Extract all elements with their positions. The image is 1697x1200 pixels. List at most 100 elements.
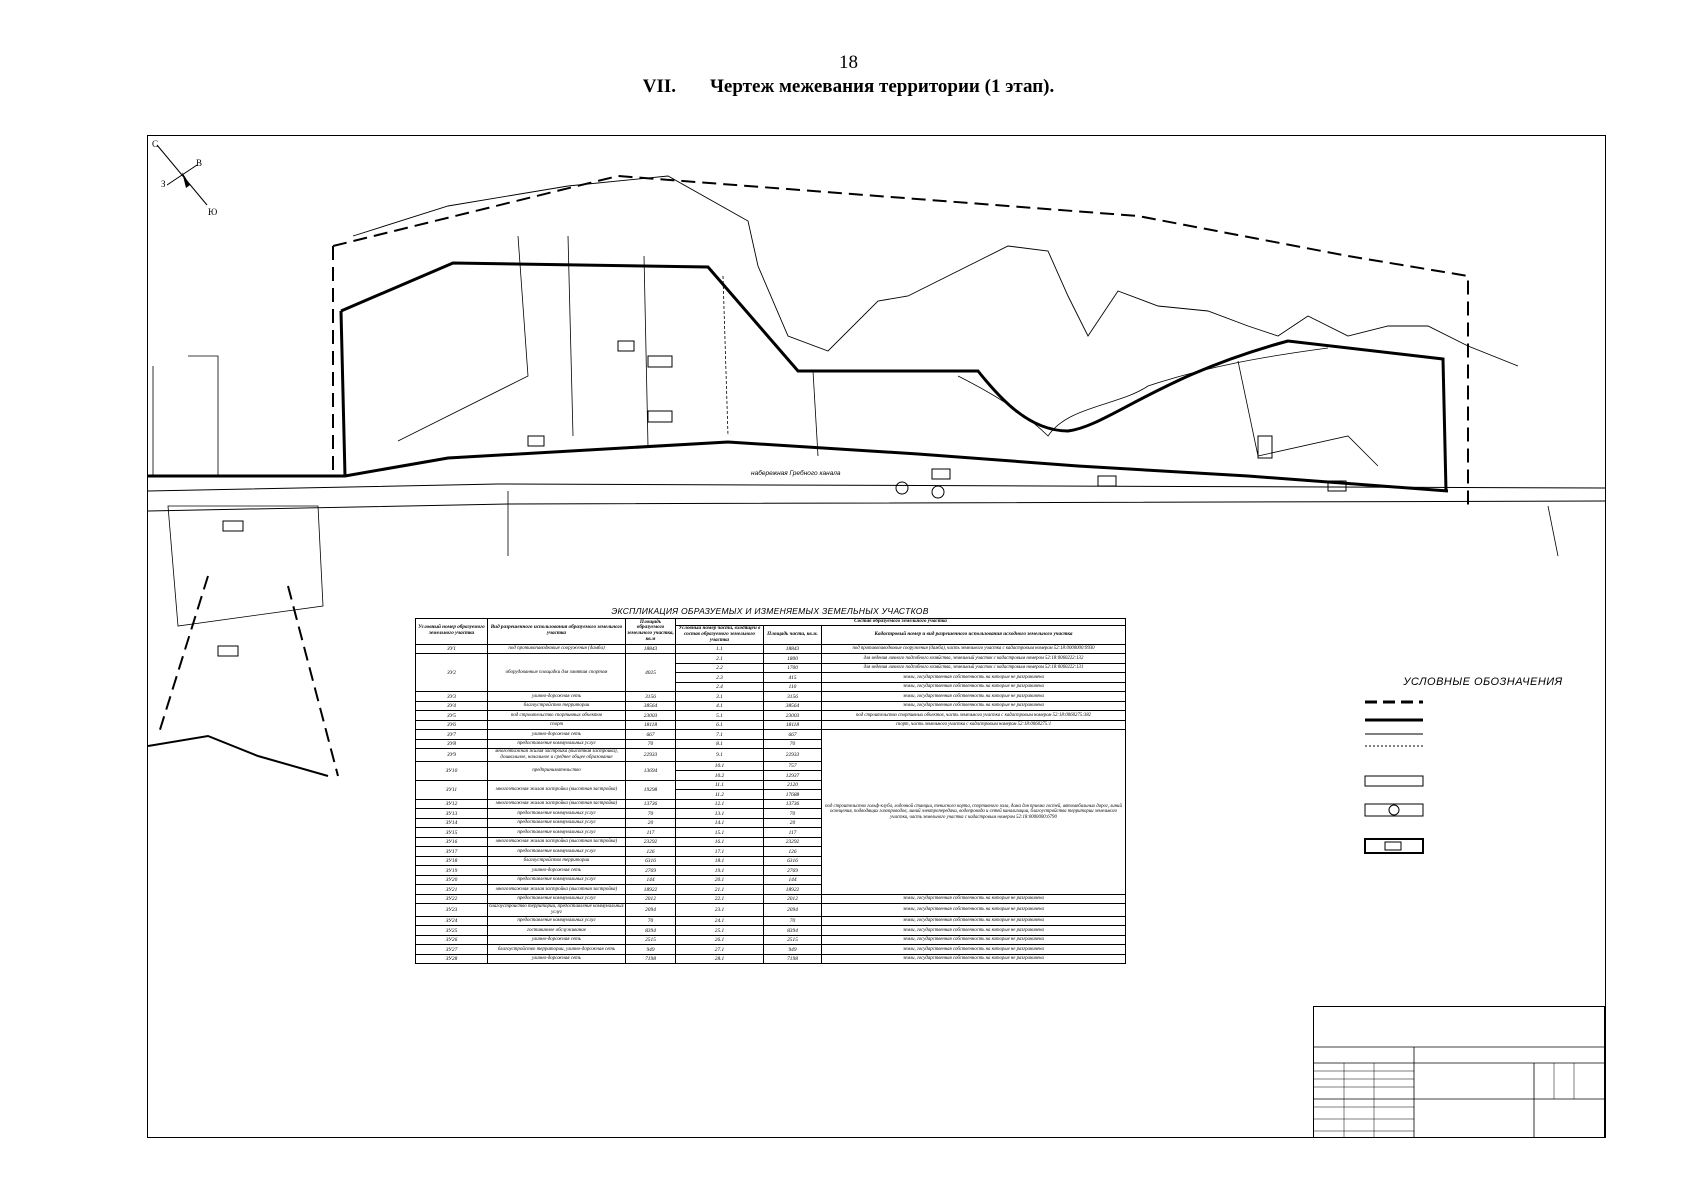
cell-part-number: 1.1	[675, 643, 764, 655]
cell-parcel-number: ЗУ4	[415, 700, 488, 712]
drawing-frame: С В З Ю набережная Гребного канала ЭКСПЛ…	[147, 135, 1606, 1138]
red-line-upper	[340, 261, 1448, 492]
compass-east: В	[196, 158, 202, 168]
cell-parcel-number: ЗУ14	[415, 817, 488, 829]
cell-part-number: 25.1	[675, 925, 764, 936]
cell-permitted-use: многоэтажная жилая застройка (высотная з…	[487, 884, 626, 895]
compass-north: С	[152, 140, 158, 149]
cell-area: 20	[625, 817, 676, 829]
col-composition: Состав образуемого земельного участка	[675, 618, 1126, 626]
legend-title: УСЛОВНЫЕ ОБОЗНАЧЕНИЯ	[1403, 676, 1563, 688]
cell-permitted-use: благоустройство территории	[487, 700, 626, 712]
title-block	[1313, 1006, 1605, 1137]
legend-part-circle	[1388, 804, 1400, 816]
cell-parcel-number: ЗУ3	[415, 691, 488, 702]
cell-source: земли, государственная собственность на …	[821, 934, 1126, 946]
cell-part-area: 70	[763, 915, 822, 927]
lower-left-parcel	[167, 505, 324, 627]
explication-table: Условный номер образуемого земельного уч…	[415, 618, 1126, 965]
cell-area: 70	[625, 738, 676, 750]
section-number: VII.	[642, 76, 676, 97]
page-number: 18	[839, 52, 858, 73]
cell-part-area: 2769	[763, 865, 822, 876]
cell-part-number: 2.4	[675, 681, 764, 693]
cell-source: земли, государственная собственность на …	[821, 893, 1126, 905]
survey-map	[148, 174, 1605, 777]
cell-permitted-use: благоустройство территории, предоставлен…	[487, 903, 626, 917]
cell-area: 18118	[625, 719, 676, 731]
shoreline	[352, 175, 1519, 367]
cell-area: 18922	[625, 884, 676, 895]
cell-permitted-use: улично-дорожная сеть	[487, 934, 626, 946]
cell-parcel-number: ЗУ25	[415, 925, 488, 936]
cell-part-number: 8.1	[675, 738, 764, 750]
cell-parcel-number: ЗУ16	[415, 836, 488, 848]
red-line-lower	[148, 440, 1449, 493]
cell-part-area: 13736	[763, 798, 822, 810]
cell-area: 8394	[625, 925, 676, 936]
legend-parcel-num	[1384, 841, 1402, 851]
cell-area: 6316	[625, 855, 676, 867]
title-block-grid	[1314, 1046, 1604, 1137]
cell-part-number: 14.1	[675, 817, 764, 829]
cell-source: под противопаводковые сооружения (дамба)…	[821, 643, 1126, 655]
cell-permitted-use: под противопаводковые сооружения (дамба)	[487, 643, 626, 655]
cell-part-area: 2094	[763, 903, 822, 917]
street-label: набережная Гребного канала	[751, 470, 841, 477]
cell-permitted-use: многоэтажная жилая застройка (высотная з…	[487, 779, 626, 800]
cell-part-area: 415	[763, 672, 822, 683]
explication-title: ЭКСПЛИКАЦИЯ ОБРАЗУЕМЫХ И ИЗМЕНЯЕМЫХ ЗЕМЕ…	[611, 606, 929, 616]
cell-part-number: 7.1	[675, 729, 764, 740]
cell-parcel-number: ЗУ5	[415, 710, 488, 721]
cell-permitted-use: спорт	[487, 719, 626, 731]
parcel-line-d	[722, 275, 729, 437]
cell-area: 667	[625, 729, 676, 740]
cell-parcel-number: ЗУ12	[415, 798, 488, 810]
cell-area: 117	[625, 827, 676, 838]
compass-west: З	[161, 179, 166, 189]
cell-part-number: 2.3	[675, 672, 764, 683]
cell-parcel-number: ЗУ11	[415, 779, 488, 800]
cell-part-number: 22.1	[675, 893, 764, 905]
cell-part-area: 2012	[763, 893, 822, 905]
col-parcel-number: Условный номер образуемого земельного уч…	[415, 618, 488, 645]
cell-source: земли, государственная собственность на …	[821, 953, 1126, 965]
cell-area: 19298	[625, 779, 676, 800]
cell-permitted-use: предоставление коммунальных услуг	[487, 817, 626, 829]
cell-area: 22933	[625, 748, 676, 762]
cell-part-area: 70	[763, 738, 822, 750]
cell-permitted-use: предпринимательство	[487, 760, 626, 781]
cell-part-area: 23292	[763, 836, 822, 848]
cell-part-number: 13.1	[675, 808, 764, 819]
parcel-line-e	[812, 370, 819, 457]
cell-permitted-use: предоставление коммунальных услуг	[487, 846, 626, 857]
lower-right-road	[507, 491, 1559, 557]
cell-permitted-use: предоставление коммунальных услуг	[487, 808, 626, 819]
cell-parcel-number: ЗУ28	[415, 953, 488, 965]
territory-boundary	[332, 174, 1469, 506]
road-edge-2	[148, 500, 1605, 512]
cell-part-area: 3156	[763, 691, 822, 702]
cell-parcel-number: ЗУ1	[415, 643, 488, 655]
cell-parcel-number: ЗУ17	[415, 846, 488, 857]
section-title-text: Чертеж межевания территории (1 этап).	[709, 76, 1055, 97]
parcel-line-c	[643, 255, 649, 447]
cell-permitted-use: улично-дорожная сеть	[487, 729, 626, 740]
cell-part-number: 12.1	[675, 798, 764, 810]
legend-part	[1364, 803, 1424, 817]
cell-area: 2769	[625, 865, 676, 876]
compass-south: Ю	[208, 207, 217, 217]
cell-part-number: 2.1	[675, 653, 764, 664]
cell-source: земли, государственная собственность на …	[821, 672, 1126, 683]
cell-area: 13736	[625, 798, 676, 810]
cell-part-area: 23003	[763, 710, 822, 721]
cell-part-area: 18922	[763, 884, 822, 895]
cell-parcel-number: ЗУ22	[415, 893, 488, 905]
cell-area: 13694	[625, 760, 676, 781]
